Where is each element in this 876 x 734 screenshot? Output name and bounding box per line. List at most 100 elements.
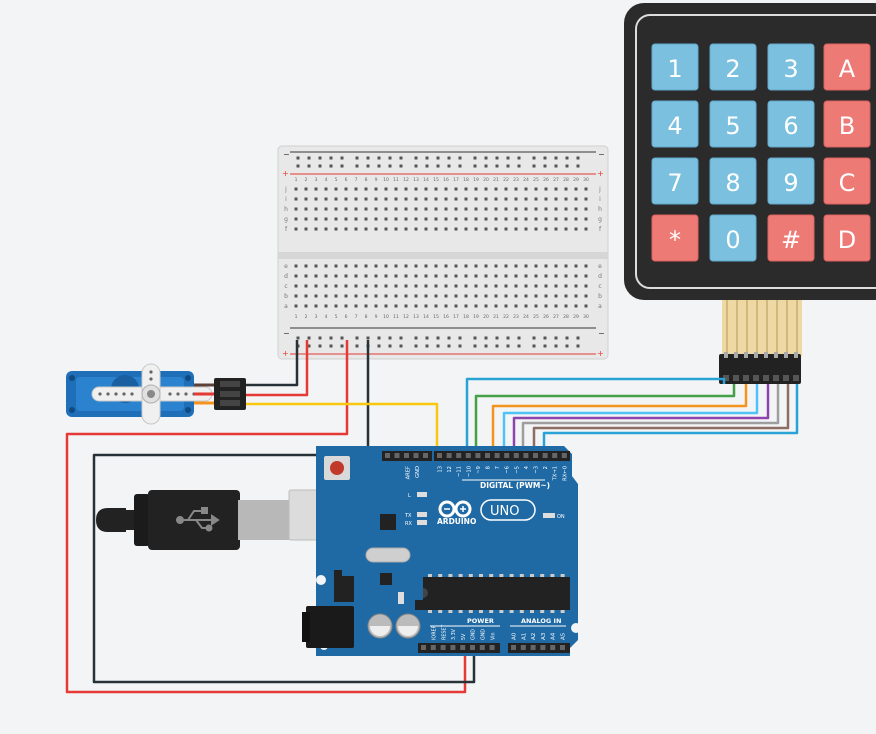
wire-keypad-5[interactable] (512, 384, 770, 458)
led-on (543, 513, 555, 518)
breadboard-column-number: 12 (403, 314, 409, 320)
breadboard-column-number: 4 (325, 177, 328, 183)
power-pin-label: 3.3V (451, 628, 457, 640)
breadboard-column-number: 24 (523, 314, 529, 320)
wire-keypad-1[interactable] (465, 377, 726, 458)
keypad-key-7[interactable]: 7 (651, 157, 699, 205)
led-tx (417, 512, 427, 517)
led-rx (417, 520, 427, 525)
wire-keypad-2[interactable] (474, 384, 736, 458)
keypad-key-label: 9 (783, 169, 798, 197)
wire-keypad-8[interactable] (542, 384, 799, 458)
keypad-key-A[interactable]: A (823, 43, 871, 91)
breadboard-column-number: 15 (433, 314, 439, 320)
analog-pin-label: A4 (551, 632, 557, 640)
breadboard-column-number: 26 (543, 314, 549, 320)
breadboard-column-number: 2 (305, 177, 308, 183)
keypad-key-B[interactable]: B (823, 100, 871, 148)
keypad-connector[interactable] (719, 352, 801, 384)
power-label: POWER (467, 617, 494, 625)
power-pin-label: Vin (490, 632, 496, 640)
keypad-key-label: 7 (667, 169, 682, 197)
breadboard-column-number: 1 (295, 177, 298, 183)
breadboard-column-number: 7 (355, 177, 358, 183)
keypad-key-#[interactable]: # (767, 214, 815, 262)
keypad-key-6[interactable]: 6 (767, 100, 815, 148)
rail-minus-label: − (283, 329, 290, 338)
breadboard-column-number: 3 (315, 177, 318, 183)
breadboard[interactable]: − − + + − − + + 112233445566778899101011… (277, 145, 609, 360)
power-jack[interactable] (306, 606, 354, 648)
wire-servo-gnd[interactable] (242, 340, 299, 387)
digital-pin-label: GND (415, 466, 421, 478)
keypad-key-2[interactable]: 2 (709, 43, 757, 91)
digital-pin-label: ~9 (476, 466, 482, 474)
keypad-key-3[interactable]: 3 (767, 43, 815, 91)
breadboard-column-number: 10 (383, 177, 389, 183)
digital-header[interactable] (382, 451, 570, 461)
wire-keypad-7[interactable] (532, 384, 790, 458)
wire-red-5v[interactable] (65, 340, 467, 694)
breadboard-column-number: 11 (393, 314, 399, 320)
breadboard-column-number: 24 (523, 177, 529, 183)
servo-motor[interactable] (66, 363, 246, 425)
breadboard-column-number: 20 (483, 177, 489, 183)
reset-button[interactable] (324, 456, 350, 480)
breadboard-column-number: 5 (335, 177, 338, 183)
breadboard-column-number: 25 (533, 314, 539, 320)
rail-plus-label: + (597, 349, 604, 358)
keypad-key-1[interactable]: 1 (651, 43, 699, 91)
breadboard-column-number: 30 (583, 177, 589, 183)
wire-servo-vcc[interactable] (242, 340, 309, 397)
servo-horn[interactable] (91, 363, 213, 425)
led-l (417, 492, 427, 497)
keypad-key-4[interactable]: 4 (651, 100, 699, 148)
power-pin-label: GND (481, 629, 487, 640)
breadboard-column-number: 9 (375, 177, 378, 183)
keypad-key-*[interactable]: * (651, 214, 699, 262)
usb-symbol-icon (176, 507, 220, 532)
keypad-key-D[interactable]: D (823, 214, 871, 262)
keypad-key-9[interactable]: 9 (767, 157, 815, 205)
keypad-key-C[interactable]: C (823, 157, 871, 205)
breadboard-row-label: g (598, 216, 602, 223)
breadboard-column-number: 18 (463, 177, 469, 183)
crystal (365, 547, 411, 563)
power-pin-label: 5V (461, 633, 467, 640)
rail-plus-label: + (282, 349, 289, 358)
wire-black-gnd[interactable] (92, 340, 476, 684)
keypad-key-8[interactable]: 8 (709, 157, 757, 205)
keypad-key-label: 3 (783, 55, 798, 83)
wire-keypad-4[interactable] (502, 384, 759, 458)
keypad-key-5[interactable]: 5 (709, 100, 757, 148)
wires[interactable] (65, 340, 799, 694)
wire-servo-signal[interactable] (242, 402, 439, 458)
analog-pin-label: A3 (541, 632, 547, 640)
voltage-regulator (334, 576, 354, 602)
breadboard-column-number: 28 (563, 177, 569, 183)
breadboard-column-number: 16 (443, 314, 449, 320)
keypad-key-label: 5 (725, 112, 740, 140)
breadboard-row-label: i (599, 196, 601, 203)
digital-pin-label: 12 (447, 466, 453, 473)
small-chip (380, 573, 392, 585)
breadboard-column-number: 19 (473, 314, 479, 320)
rail-minus-label: − (598, 150, 605, 159)
breadboard-column-number: 22 (503, 177, 509, 183)
breadboard-row-label: a (598, 303, 602, 310)
power-header[interactable] (418, 643, 570, 653)
keypad-key-label: # (781, 226, 801, 254)
breadboard-column-number: 19 (473, 177, 479, 183)
breadboard-row-label: d (598, 273, 602, 280)
breadboard-column-number: 18 (463, 314, 469, 320)
breadboard-column-number: 9 (375, 314, 378, 320)
wire-keypad-3[interactable] (491, 384, 748, 458)
wire-keypad-6[interactable] (521, 384, 780, 458)
digital-pin-label: ~3 (534, 466, 540, 474)
keypad-key-0[interactable]: 0 (709, 214, 757, 262)
breadboard-row-label: d (284, 273, 288, 280)
breadboard-column-number: 21 (493, 177, 499, 183)
